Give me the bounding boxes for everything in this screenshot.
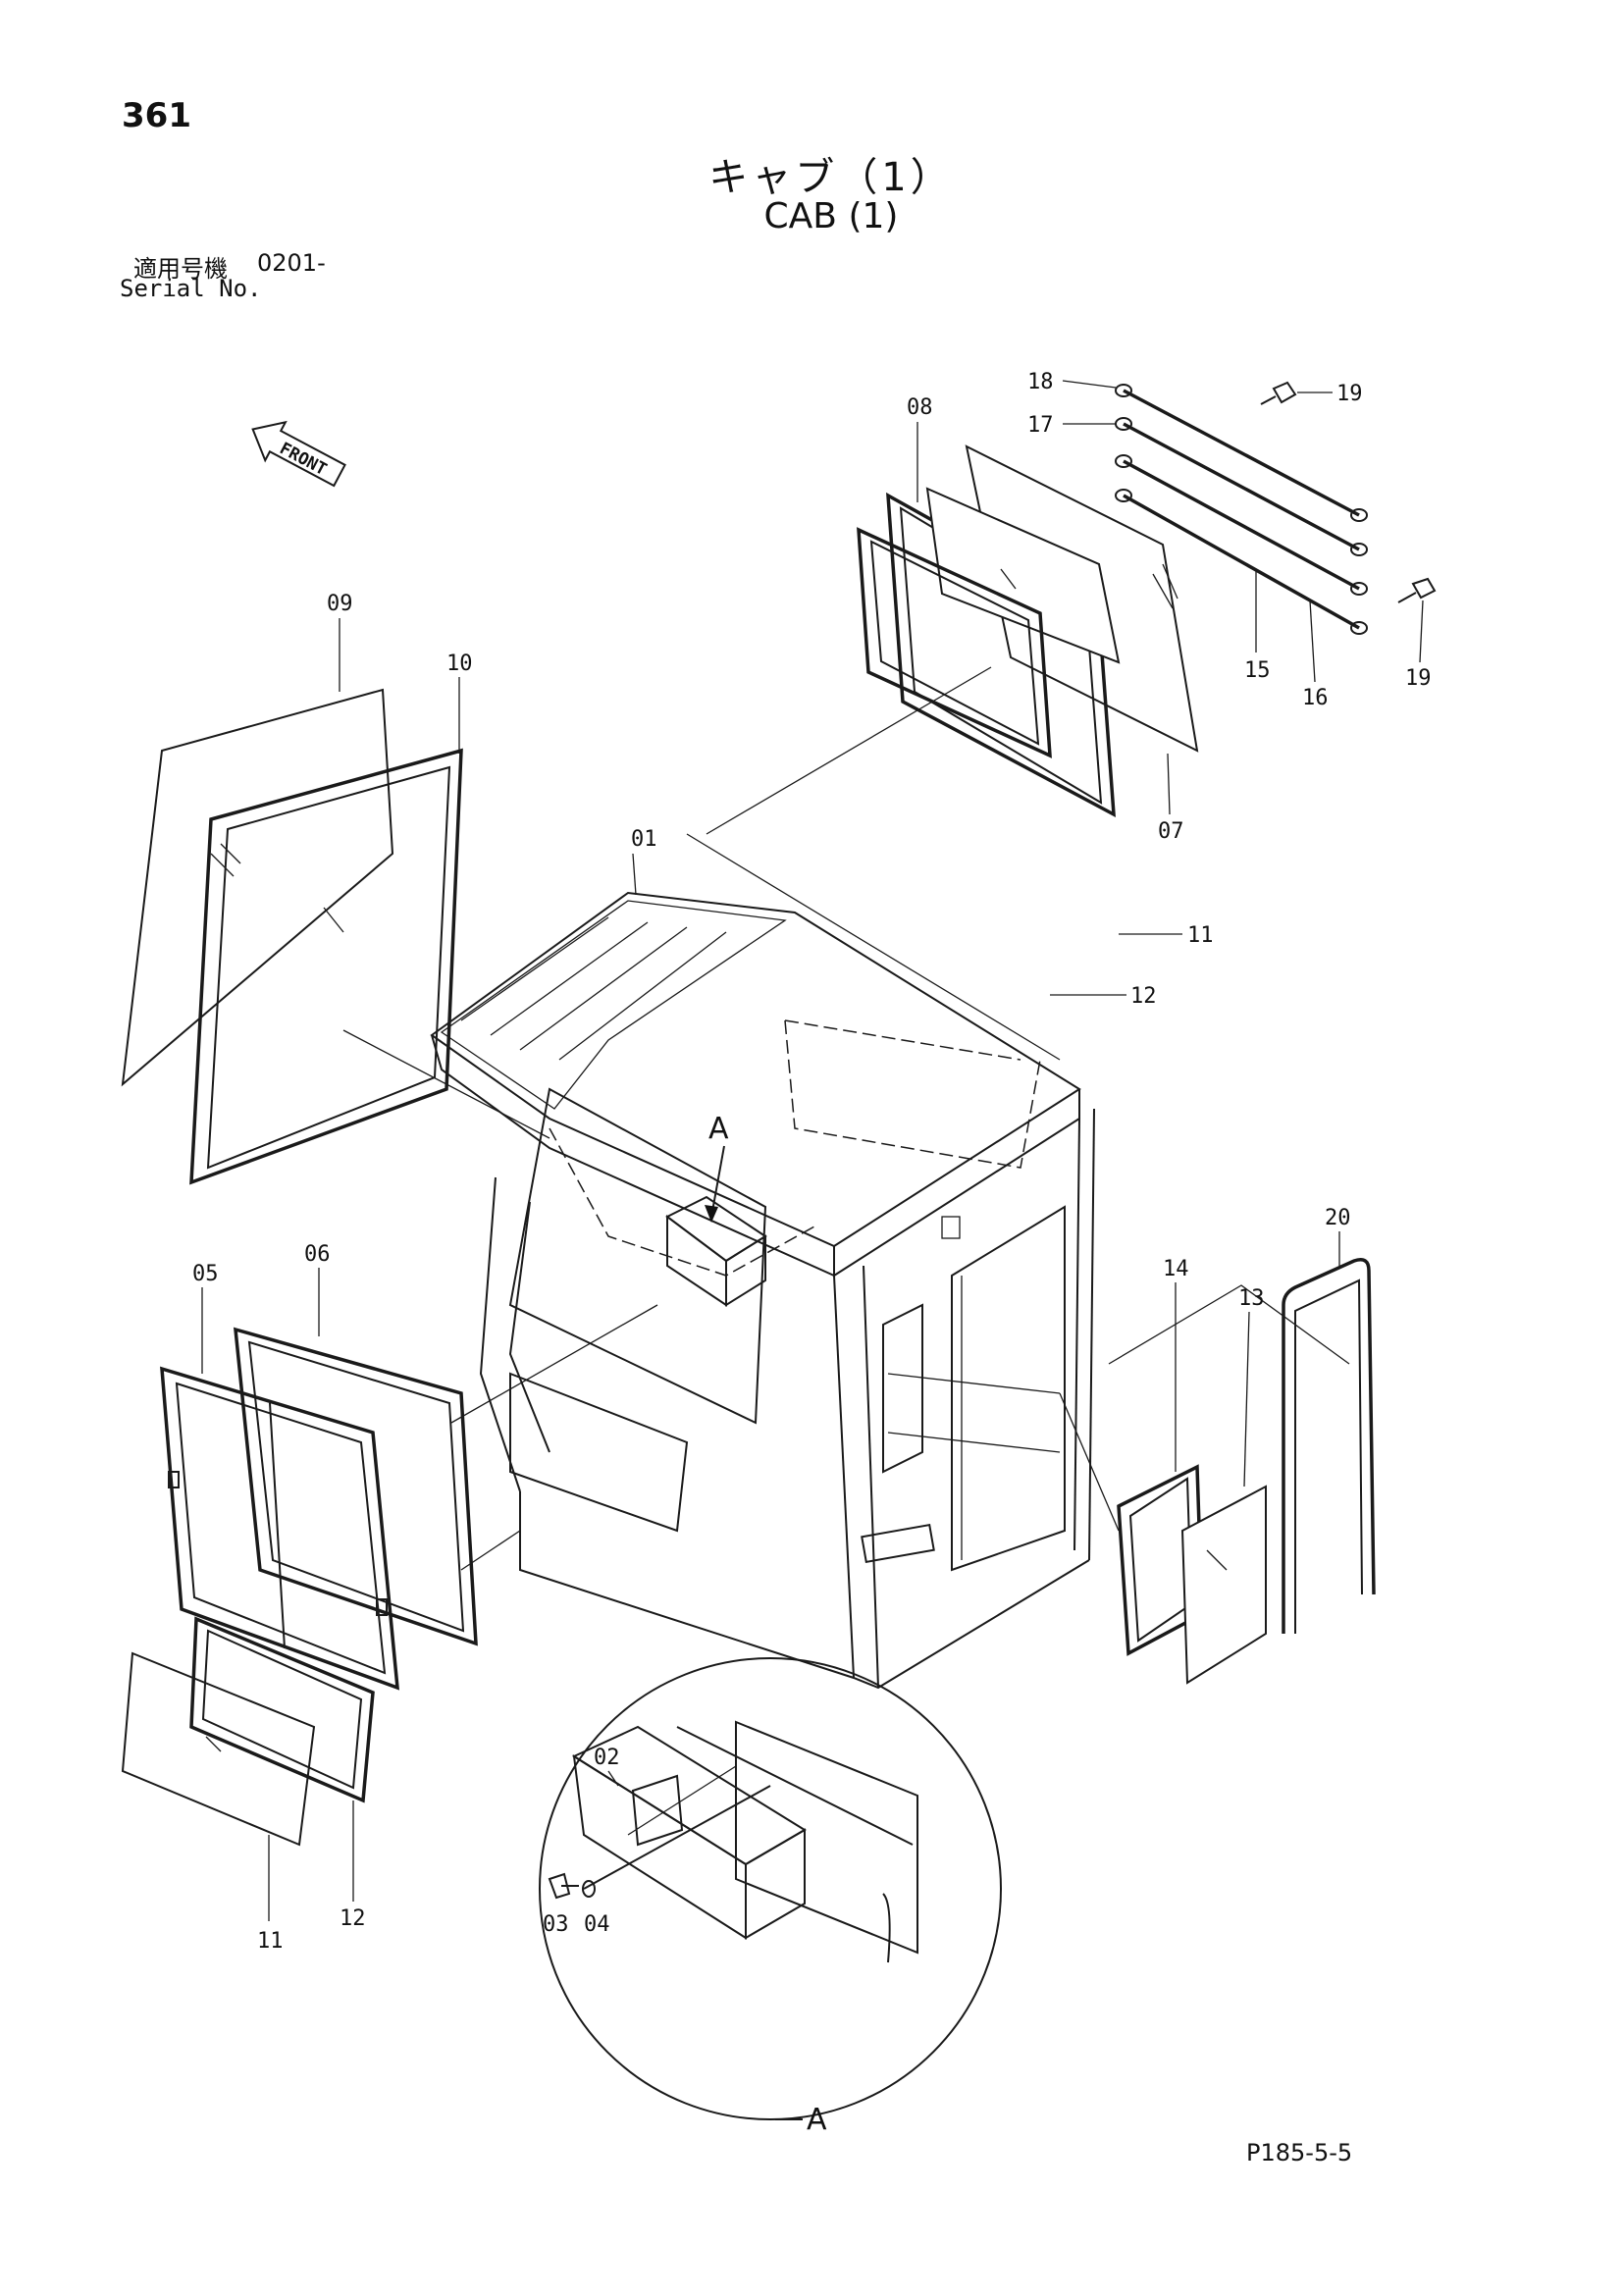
detail-a-label-top: A	[708, 1112, 729, 1146]
callout-12-lower: 12	[340, 1906, 366, 1931]
callout-01: 01	[631, 827, 657, 852]
callout-17: 17	[1027, 413, 1054, 438]
callout-15: 15	[1244, 658, 1271, 683]
front-arrow-icon: FRONT	[251, 420, 346, 488]
callout-13: 13	[1238, 1286, 1265, 1311]
door-glass-13	[1180, 1485, 1267, 1685]
callout-08: 08	[907, 395, 933, 420]
leader-06-to-body	[450, 1304, 658, 1424]
callout-03: 03	[543, 1912, 569, 1937]
serial-label-japanese: 適用号機	[133, 255, 228, 283]
callout-14: 14	[1163, 1257, 1189, 1281]
weatherstrip-20	[1282, 1258, 1376, 1634]
leader-10-to-body	[342, 1029, 550, 1139]
detail-a-pointer	[710, 1145, 725, 1218]
callout-16: 16	[1302, 686, 1329, 710]
callout-12-upper: 12	[1130, 984, 1157, 1009]
callout-11-lower: 11	[257, 1929, 284, 1954]
page-title-english: CAB (1)	[763, 196, 899, 236]
quarter-seal-12-upper	[857, 527, 1052, 758]
page-title-japanese: キャブ（1）	[708, 155, 954, 200]
callout-07: 07	[1158, 819, 1184, 844]
lower-seal-12	[189, 1616, 375, 1803]
callout-10: 10	[446, 652, 473, 676]
leader-plane	[686, 833, 1061, 1061]
bolt-icon	[1260, 381, 1437, 603]
serial-number-value: 0201-	[257, 249, 326, 277]
page-number: 361	[122, 96, 191, 135]
detail-view-a	[539, 1657, 1002, 2120]
leader-13-14	[1108, 1284, 1350, 1365]
serial-label-english: Serial No.	[120, 275, 262, 302]
side-glass-09	[121, 688, 394, 1087]
callout-19-upper: 19	[1336, 382, 1363, 406]
lower-glass-11	[121, 1651, 316, 1847]
detail-a-label-bottom: A	[807, 2103, 827, 2137]
callout-02: 02	[594, 1746, 620, 1770]
callout-09: 09	[327, 592, 353, 616]
front-seal-06	[233, 1327, 478, 1646]
leader-14-to-body	[1059, 1392, 1120, 1532]
callout-11-upper: 11	[1187, 923, 1214, 948]
front-window-05	[160, 1366, 400, 1691]
callout-05: 05	[192, 1262, 219, 1286]
bracket-box-02	[665, 1195, 767, 1307]
callout-19-lower: 19	[1405, 666, 1432, 691]
callout-20: 20	[1325, 1206, 1351, 1230]
callout-04: 04	[584, 1912, 610, 1937]
leader-08-to-body	[706, 666, 992, 835]
callout-06: 06	[304, 1242, 331, 1267]
leader-06-lower	[460, 1530, 521, 1571]
callout-18: 18	[1027, 370, 1054, 394]
quarter-glass-11-upper	[925, 487, 1121, 664]
page-code: P185-5-5	[1246, 2139, 1353, 2166]
cab-body	[430, 891, 1095, 1690]
front-label: FRONT	[277, 439, 331, 480]
